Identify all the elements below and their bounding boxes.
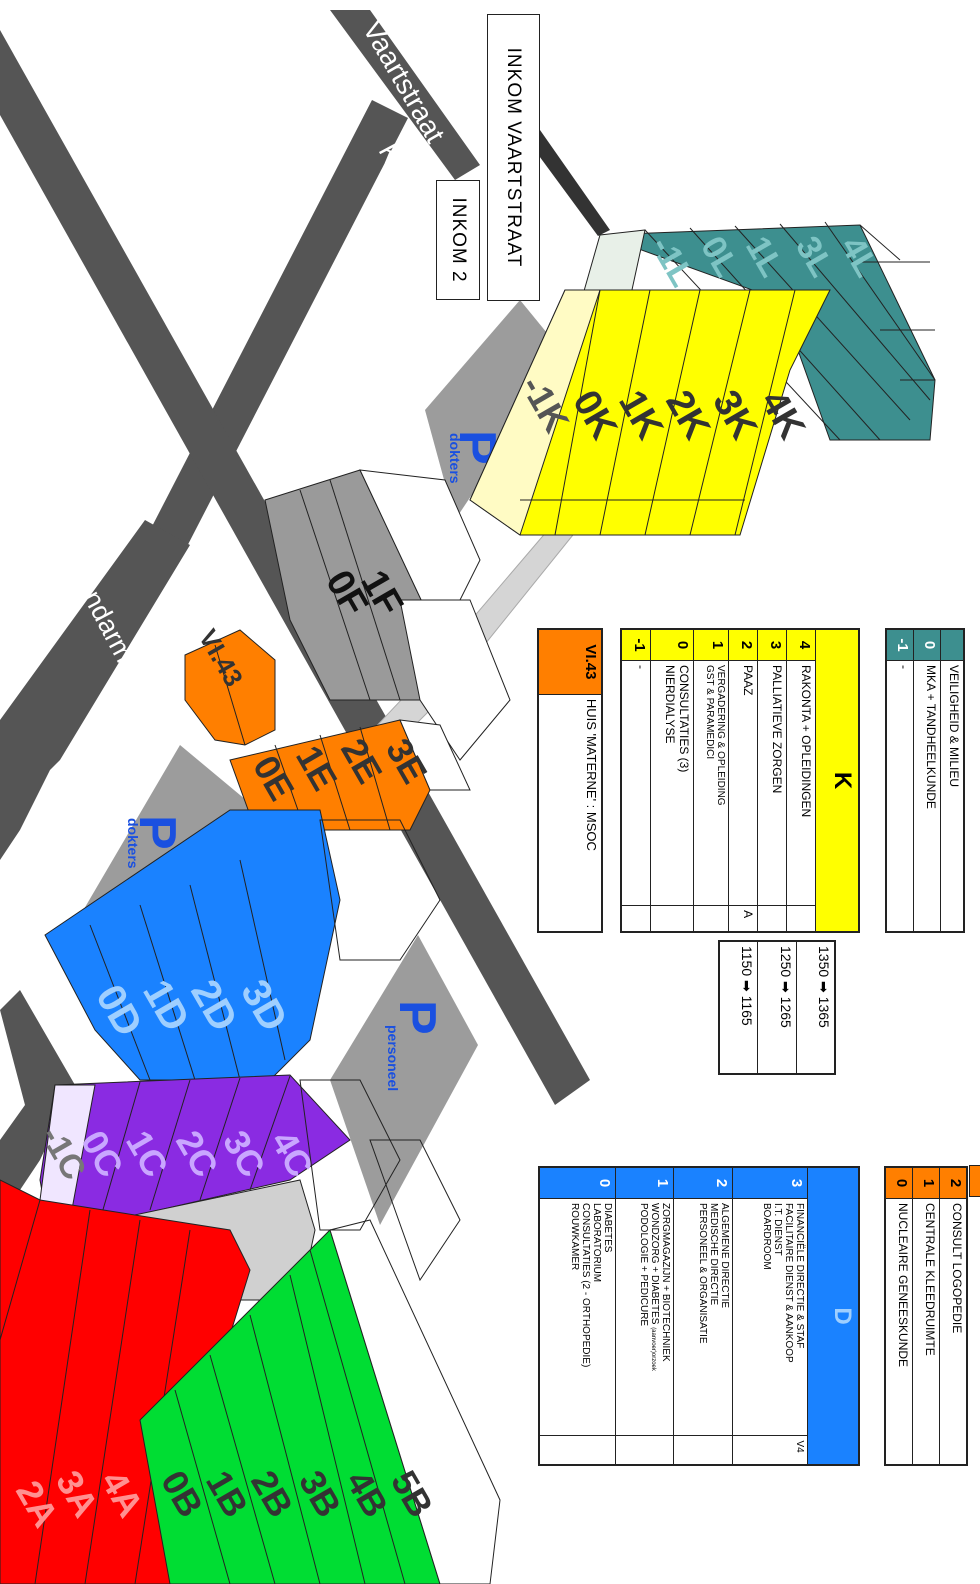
entrance-vaartstraat: INKOM VAARTSTRAAT: [487, 14, 540, 301]
legend-D-line-1-4: BOARDROOM: [761, 1203, 772, 1431]
legend-D-line-3-note: (aanvoer)orzoek: [650, 1327, 656, 1371]
legend-K-code-5: [650, 906, 693, 932]
legend-K-floor-2: 3: [758, 630, 787, 661]
legend-K-code-3: A: [729, 906, 758, 932]
legend-K-text-4: VERGADERING & OPLEIDING: [715, 665, 726, 901]
parking-sub-2: dokters: [125, 818, 141, 869]
legend-D-line-4-3: CONSULTATIES (2 - ORTHOPEDIE): [580, 1203, 591, 1431]
legend-K-text-3: PAAZ: [729, 661, 758, 906]
legend-E-title: E: [969, 1165, 980, 1197]
legend-D-code-1: V4: [732, 1436, 808, 1465]
legend-E-text-3: NUCLEAIRE GENEESKUNDE: [886, 1199, 913, 1465]
legend-K-title: K: [815, 630, 858, 932]
legend-VI43-text: HUIS 'MATERNE' : MSOC: [539, 694, 602, 931]
phone-range-3: 1150 ➡ 1165: [720, 942, 758, 1074]
legend-D-line-1-2: FACILITAIRE DIENST & AANKOOP: [783, 1203, 794, 1431]
legend-D-line-4-2: LABORATORIUM: [591, 1203, 602, 1431]
entrance-vaartstraat-label: INKOM VAARTSTRAAT: [503, 48, 525, 268]
legend-L-floor-1: [940, 630, 963, 661]
legend-D-floor-3: 1: [615, 1168, 674, 1199]
legend-D-floor-1: 3: [732, 1168, 808, 1199]
legend-K-code-2: [758, 906, 787, 932]
legend-K-floor-3: 2: [729, 630, 758, 661]
legend-K-text-1: RAKONTA + OPLEIDINGEN: [787, 661, 816, 906]
legend-K-floor-4: 1: [694, 630, 729, 661]
legend-K-floor-5: 0: [650, 630, 693, 661]
legend-E-text-2: CENTRALE KLEEDRUIMTE: [913, 1199, 940, 1465]
legend-K-floor-6: -1: [622, 630, 651, 661]
parking-sub-3: personeel: [385, 1025, 401, 1091]
legend-L-text-1: VEILIGHEID & MILIEU: [940, 661, 963, 932]
legend-E-text-1: CONSULT LOGOPEDIE: [940, 1199, 967, 1465]
legend-D-code-3: [615, 1436, 674, 1465]
legend-D-line-3-2: WONDZORG + DIABETES: [649, 1203, 660, 1324]
legend-D-line-1-3: I.T. DIENST: [772, 1203, 783, 1431]
legend-K-text-5b: NIERDIALYSE: [663, 665, 677, 901]
legend-K-code-6: [622, 906, 651, 932]
legend-K-floor-1: 4: [787, 630, 816, 661]
legend-L-floor-3: -1: [887, 630, 914, 661]
phone-range-1: 1350 ➡ 1365: [796, 942, 834, 1074]
legend-L-text-3: -: [887, 661, 914, 932]
legend-E-floor-3: 0: [886, 1168, 913, 1199]
legend-VI43-code: VI.43: [539, 630, 602, 695]
legend-D-floor-2: 2: [674, 1168, 733, 1199]
block-D: [45, 810, 340, 1080]
legend-L-text-2: MKA + TANDHEELKUNDE: [913, 661, 940, 932]
parking-sub-1: dokters: [447, 433, 463, 484]
legend-D-floor-4: 0: [540, 1168, 616, 1199]
legend-D-line-4-1: DIABETES: [602, 1203, 613, 1431]
legend-D-title: D: [808, 1168, 859, 1465]
legend-D-line-2-3: PERSONEEL & ORGANISATIE: [697, 1203, 708, 1431]
legend-L-floor-2: 0: [913, 630, 940, 661]
legend-D-code-4: [540, 1436, 616, 1465]
phone-range-2: 1250 ➡ 1265: [758, 942, 796, 1074]
legend-phone-ranges: 1350 ➡ 1365 1250 ➡ 1265 1150 ➡ 1165: [718, 940, 836, 1075]
legend-E-floor-2: 1: [913, 1168, 940, 1199]
legend-K-text-6: -: [622, 661, 651, 906]
legend-D-line-1-1: FINANCIËLE DIRECTIE & STAF: [794, 1203, 805, 1431]
legend-K-text-5: CONSULTATIES (3): [677, 665, 691, 901]
legend-D-line-3-3: PODOLOGIE + PEDICURE: [638, 1203, 649, 1431]
legend-D-code-2: [674, 1436, 733, 1465]
legend-K-text-4b: GST & PARAMEDICI: [704, 665, 715, 901]
legend-D-line-4-4: ROUWKAMER: [569, 1203, 580, 1431]
legend-D-line-3-1: ZORGMAGAZIJN + BIOTECHNIEK: [660, 1203, 671, 1431]
legend-D-line-2-2: MEDISCHE DIRECTIE: [708, 1203, 719, 1431]
entrance-inkom2-label: INKOM 2: [447, 197, 469, 282]
legend-D-line-2-1: ALGEMENE DIRECTIE: [719, 1203, 730, 1431]
legend-K-code-1: [787, 906, 816, 932]
legend-E-floor-1: 2: [940, 1168, 967, 1199]
legend-K-code-4: [694, 906, 729, 932]
entrance-inkom2: INKOM 2: [436, 180, 480, 300]
legend-K-text-2: PALLIATIEVE ZORGEN: [758, 661, 787, 906]
